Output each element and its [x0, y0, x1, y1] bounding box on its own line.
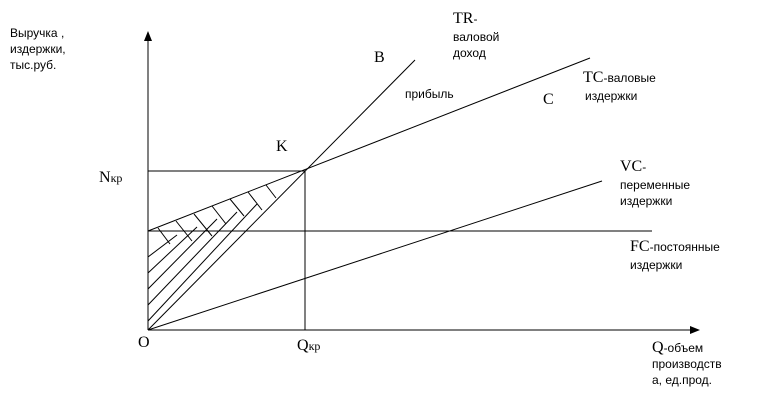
loss-zone-hatching — [147, 184, 277, 322]
tr-line — [147, 59, 416, 331]
vc-line — [147, 180, 603, 331]
point-c-label: C — [543, 91, 554, 108]
x-axis-label: Q-объем производств а, ед.прод. — [652, 339, 725, 387]
y-axis-label: Выручка , издержки, тыс.руб. — [10, 26, 69, 72]
q-kr-label: Qкр — [297, 337, 320, 354]
n-kr-label: Nкр — [99, 169, 122, 186]
tr-label: TR- валовой доход — [453, 10, 503, 60]
point-b-label: B — [374, 49, 385, 66]
y-axis-arrow — [144, 31, 152, 41]
vc-label: VC- переменные издержки — [620, 158, 693, 208]
tc-line — [147, 57, 591, 232]
fc-label: FC-постоянные издержки — [630, 238, 723, 272]
x-axis-arrow — [690, 326, 700, 334]
tc-label: TC-валовые издержки — [583, 69, 659, 103]
origin-label: O — [138, 334, 150, 351]
point-k-label: K — [276, 138, 288, 155]
profit-label: прибыль — [405, 87, 454, 101]
